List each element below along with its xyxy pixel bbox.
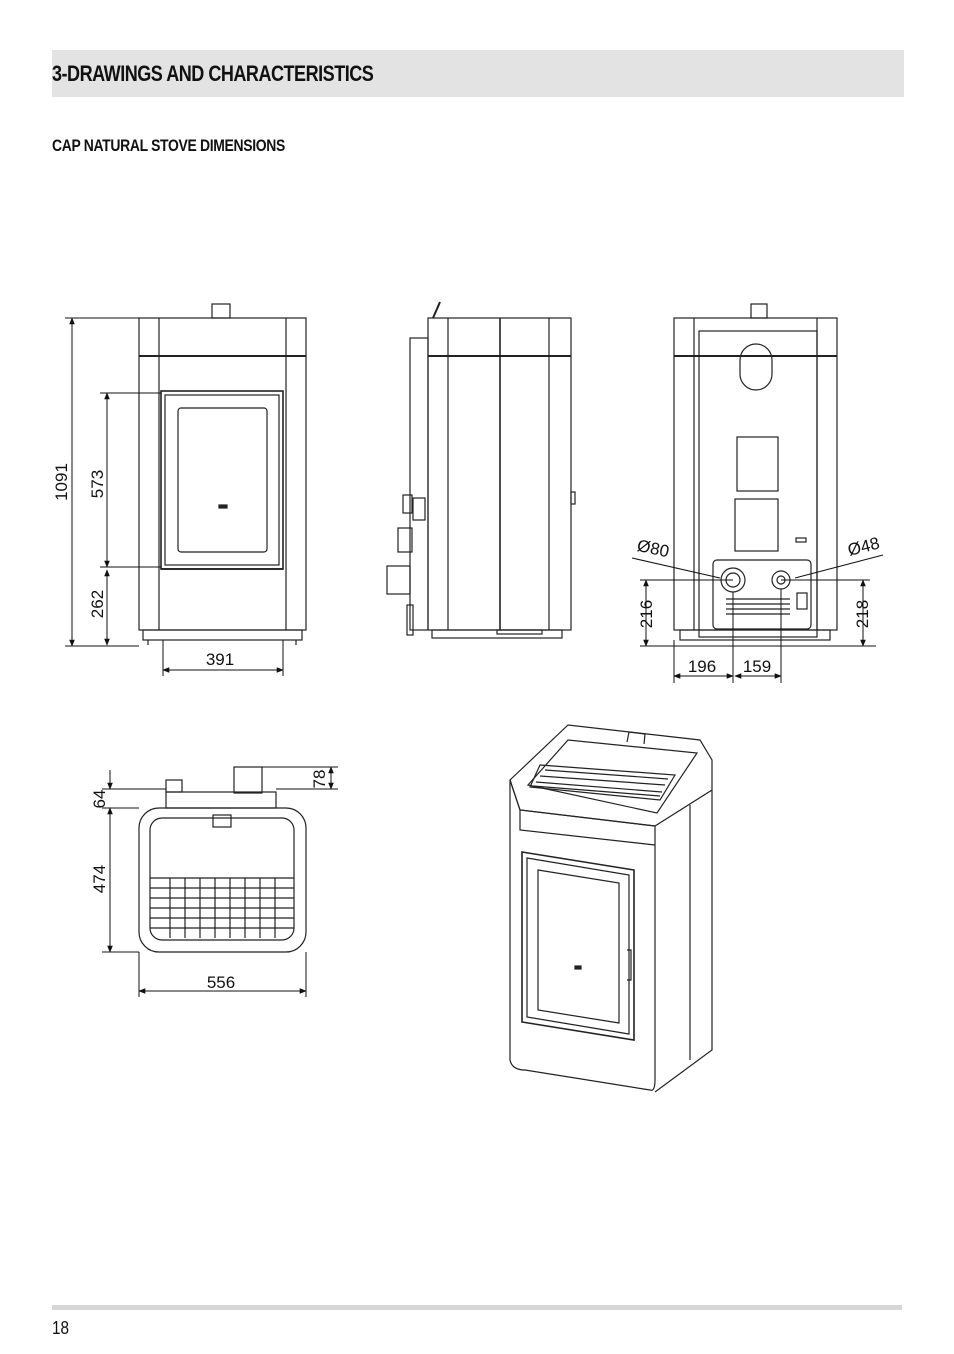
dim-air-intake-height-label: 218 [853,600,872,628]
dim-flue-diameter-label: Ø80 [635,536,670,561]
drawing-subtitle: CAP NATURAL STOVE DIMENSIONS [52,136,285,155]
top-view [138,766,307,953]
dim-rear-projection-large-label: 78 [310,770,329,789]
dim-depth-label: 474 [90,865,109,893]
dim-base-height-label: 262 [88,590,107,618]
dim-intake-spacing-label: 159 [743,657,771,676]
rear-view [673,303,838,641]
dim-glass-height-label: 573 [88,470,107,498]
dim-total-height-label: 1091 [52,463,71,501]
page-number: 18 [52,1318,70,1338]
footer-rule [52,1305,902,1310]
dim-width-label: 556 [207,973,235,992]
dim-flue-offset-label: 196 [688,657,716,676]
front-view [138,303,307,645]
section-header-bar: 3-DRAWINGS AND CHARACTERISTICS [52,50,904,97]
dim-air-intake-diameter-label: Ø48 [846,534,882,560]
front-dimensions [65,317,284,676]
side-view [386,301,576,639]
dim-rear-projection-small-label: 64 [90,790,109,809]
section-title: 3-DRAWINGS AND CHARACTERISTICS [52,61,374,86]
rear-dimensions [631,554,884,683]
dim-flue-height-label: 216 [637,600,656,628]
dim-door-width-label: 391 [206,650,234,669]
perspective-view [509,724,713,1093]
top-dimensions [102,766,338,997]
